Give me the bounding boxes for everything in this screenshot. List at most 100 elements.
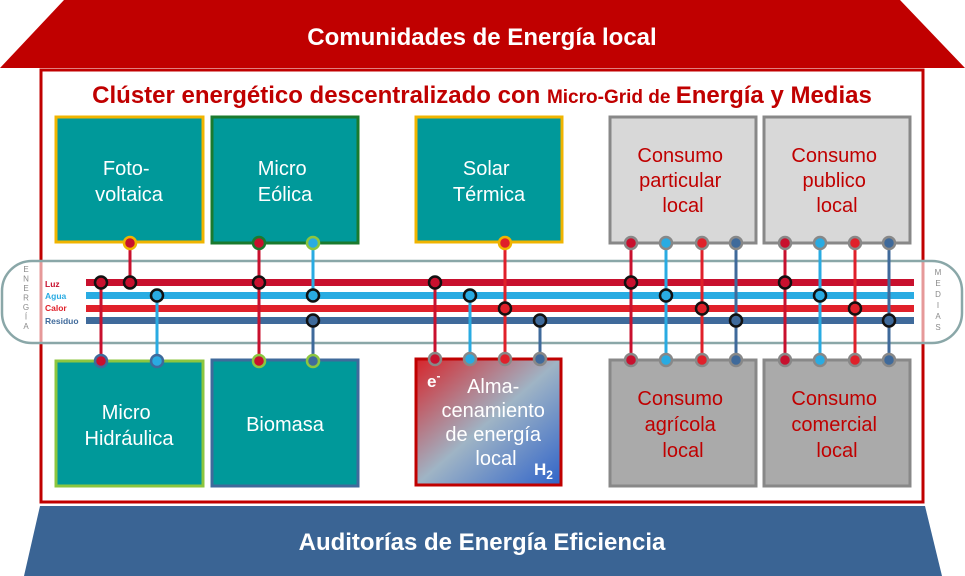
box-fotovoltaica-body bbox=[54, 115, 205, 244]
energia-tag-letter: Í bbox=[25, 313, 28, 322]
roof-banner bbox=[0, 0, 965, 68]
box-consumo-particular-line2: particular bbox=[639, 170, 722, 192]
box-solar-termica-body bbox=[414, 115, 564, 244]
storage-electron-base: e bbox=[427, 372, 436, 391]
bus-joint-residuo bbox=[881, 313, 897, 328]
box-terminal-agua bbox=[305, 235, 321, 251]
box-terminal-residuo bbox=[881, 352, 897, 368]
bus-joint-luz bbox=[122, 275, 138, 290]
box-micro-eolica[interactable]: Micro Eólica bbox=[210, 115, 360, 245]
bus-joint-luz bbox=[427, 275, 443, 290]
box-terminal-residuo bbox=[305, 353, 321, 369]
box-terminal-calor bbox=[847, 352, 863, 368]
box-consumo-comercial-line1: Consumo bbox=[791, 388, 877, 410]
box-micro-eolica-body bbox=[210, 115, 360, 245]
medias-tag-letter: A bbox=[935, 312, 941, 321]
energia-tag-letter: E bbox=[23, 265, 28, 274]
medias-tag-letter: I bbox=[937, 301, 939, 310]
cluster-title-part1: Clúster energético descentralizado con bbox=[92, 82, 547, 109]
box-terminal-luz bbox=[777, 352, 793, 368]
box-consumo-publico-body bbox=[762, 115, 912, 245]
box-consumo-particular-line3: local bbox=[662, 195, 703, 217]
bus-joint-agua bbox=[149, 288, 165, 303]
box-consumo-agricola-body bbox=[608, 358, 758, 488]
medias-tag-letter: M bbox=[935, 268, 942, 277]
box-almacenamiento-body bbox=[414, 357, 563, 487]
box-terminal-agua bbox=[658, 352, 674, 368]
bus-joint-luz bbox=[777, 275, 793, 290]
box-micro-eolica-line2: Eólica bbox=[258, 184, 313, 206]
box-almacenamiento-line4: local bbox=[475, 448, 516, 470]
box-micro-hidraulica-label: Micro Hidráulica bbox=[85, 402, 175, 450]
box-consumo-publico[interactable]: Consumo publico local bbox=[762, 115, 912, 245]
box-terminal-calor bbox=[497, 235, 513, 251]
box-consumo-agricola-line1: Consumo bbox=[637, 388, 723, 410]
box-consumo-particular[interactable]: Consumo particular local bbox=[608, 115, 758, 245]
box-terminal-residuo bbox=[728, 352, 744, 368]
box-almacenamiento[interactable]: e- Alma- cenamiento de energía local H2 bbox=[414, 357, 563, 487]
box-solar-termica[interactable]: Solar Térmica bbox=[414, 115, 564, 244]
energia-tag-letter: R bbox=[23, 294, 29, 303]
box-consumo-publico-line1: Consumo bbox=[791, 145, 877, 167]
bus-label-residuo: Residuo bbox=[45, 316, 79, 326]
bus-joint-luz bbox=[623, 275, 639, 290]
box-micro-eolica-label: Micro Eólica bbox=[258, 158, 313, 206]
box-consumo-comercial-line2: comercial bbox=[791, 414, 877, 436]
base-title: Auditorías de Energía Eficiencia bbox=[299, 529, 666, 556]
medias-tag-letter: S bbox=[935, 323, 940, 332]
box-consumo-agricola-line3: local bbox=[662, 440, 703, 462]
bus-label-luz: Luz bbox=[45, 279, 60, 289]
bus-joint-agua bbox=[658, 288, 674, 303]
box-terminal-luz bbox=[623, 235, 639, 251]
bus-joint-luz bbox=[93, 275, 109, 290]
cluster-title: Clúster energético descentralizado con M… bbox=[92, 82, 872, 109]
box-terminal-residuo bbox=[532, 351, 548, 367]
box-solar-termica-line2: Térmica bbox=[453, 184, 526, 206]
cluster-title-part2: Micro-Grid de bbox=[547, 87, 676, 108]
box-fotovoltaica[interactable]: Foto- voltaica bbox=[54, 115, 205, 244]
bus-joint-luz bbox=[251, 275, 267, 290]
storage-hydrogen-base: H bbox=[534, 460, 546, 479]
bus-joint-agua bbox=[305, 288, 321, 303]
box-terminals bbox=[93, 235, 897, 369]
box-biomasa-body bbox=[210, 358, 360, 488]
box-terminal-calor bbox=[847, 235, 863, 251]
box-terminal-luz bbox=[93, 353, 109, 369]
box-fotovoltaica-label: Foto- voltaica bbox=[95, 158, 164, 206]
medias-tag-letter: E bbox=[935, 279, 940, 288]
box-terminal-calor bbox=[694, 352, 710, 368]
energia-tag-letter: E bbox=[23, 284, 28, 293]
box-terminal-agua bbox=[658, 235, 674, 251]
medias-tag-letter: D bbox=[935, 290, 941, 299]
box-terminal-luz bbox=[777, 235, 793, 251]
box-consumo-publico-line3: local bbox=[816, 195, 857, 217]
box-solar-termica-label: Solar Térmica bbox=[453, 158, 526, 206]
box-micro-hidraulica[interactable]: Micro Hidráulica bbox=[54, 359, 205, 488]
bus-line-agua bbox=[86, 292, 914, 299]
box-consumo-comercial-line3: local bbox=[816, 440, 857, 462]
bus-joint-residuo bbox=[728, 313, 744, 328]
box-almacenamiento-line2: cenamiento bbox=[442, 400, 545, 422]
connectors bbox=[93, 243, 897, 361]
box-terminal-agua bbox=[149, 353, 165, 369]
box-consumo-agricola[interactable]: Consumo agrícola local bbox=[608, 358, 758, 488]
box-biomasa[interactable]: Biomasa bbox=[210, 358, 360, 488]
box-terminal-calor bbox=[497, 351, 513, 367]
storage-hydrogen: H2 bbox=[534, 460, 553, 482]
bus-line-residuo bbox=[86, 317, 914, 324]
energia-tag-letter: A bbox=[23, 322, 29, 331]
bus-joint-residuo bbox=[305, 313, 321, 328]
bus-joint-residuo bbox=[532, 313, 548, 328]
box-almacenamiento-line1: Alma- bbox=[467, 376, 519, 398]
storage-electron-sup: - bbox=[436, 369, 440, 383]
box-micro-hidraulica-line2: Hidráulica bbox=[85, 428, 175, 450]
box-terminal-agua bbox=[462, 351, 478, 367]
energia-tag-letter: G bbox=[23, 303, 29, 312]
base-banner bbox=[24, 506, 942, 576]
box-consumo-comercial[interactable]: Consumo comercial local bbox=[762, 358, 912, 488]
storage-electron: e- bbox=[427, 369, 440, 391]
box-consumo-publico-label: Consumo publico local bbox=[791, 145, 882, 217]
